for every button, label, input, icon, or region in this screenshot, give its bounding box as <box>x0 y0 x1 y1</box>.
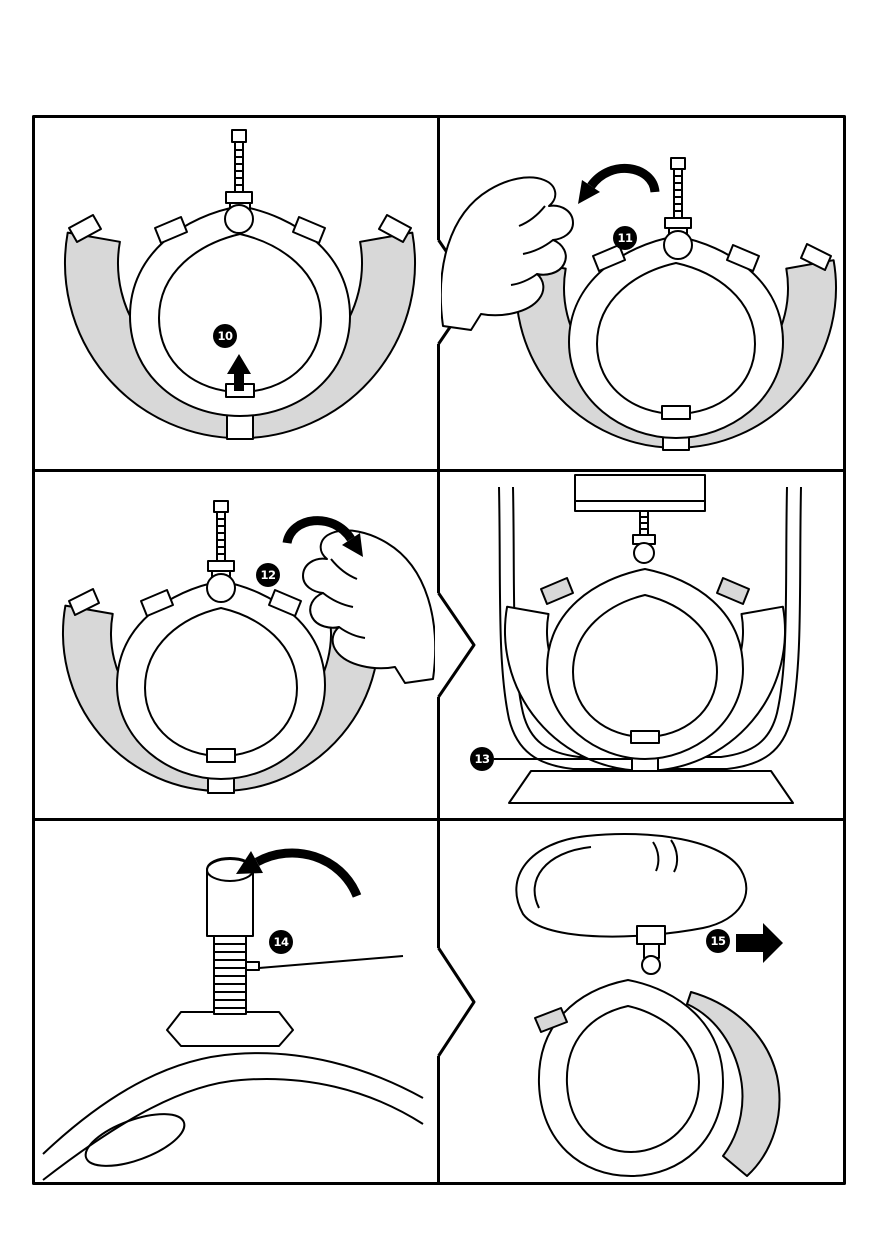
step-badge-15: 15 <box>706 929 730 953</box>
step-badge-11: 11 <box>613 226 637 250</box>
seat-ring <box>129 205 351 417</box>
step-panel-14: 14 <box>35 822 435 1181</box>
panel-15-illustration <box>515 832 783 1177</box>
step-badge-13: 13 <box>470 747 494 771</box>
step-badge-12: 12 <box>256 563 280 587</box>
step-panel-15: 15 <box>441 822 842 1181</box>
hand-icon <box>302 529 435 684</box>
outer-border <box>32 115 846 1185</box>
step-panel-10: 10 <box>35 118 435 467</box>
step-panel-12: 12 <box>35 473 435 817</box>
leader-line <box>258 955 404 969</box>
valve-stem <box>663 157 693 260</box>
panel-12-illustration <box>62 500 435 794</box>
rotate-cw-arrow-icon <box>282 516 363 557</box>
panel-14-illustration <box>42 848 424 1181</box>
step-panel-11: 11 <box>441 118 842 467</box>
pressing-heel <box>515 832 748 938</box>
rotate-ccw-arrow-icon <box>578 163 660 204</box>
seat-ring <box>534 979 724 1177</box>
seat-ring <box>116 580 326 780</box>
hand-icon <box>441 176 574 331</box>
frame-surface <box>42 1052 424 1181</box>
step-badge-14: 14 <box>269 930 293 954</box>
seat-ring <box>568 235 784 439</box>
valve-stem <box>206 500 236 603</box>
valve-stem <box>224 129 254 234</box>
support-board <box>508 770 794 804</box>
valve-joint <box>636 925 666 975</box>
up-arrow-icon <box>227 354 251 391</box>
push-right-arrow-icon <box>736 923 783 963</box>
step-panel-13: 13 <box>441 473 842 817</box>
panel-13-illustration <box>494 474 802 804</box>
step-badge-10: 10 <box>213 324 237 348</box>
panel-11-illustration <box>441 157 837 451</box>
tire-edge-section <box>686 991 781 1177</box>
rotate-ccw-arrow-icon <box>236 848 362 898</box>
valve-stem-closeup <box>166 857 294 1047</box>
mount-bracket <box>574 474 706 564</box>
panel-10-illustration <box>64 129 416 440</box>
seat-ring <box>540 568 750 760</box>
